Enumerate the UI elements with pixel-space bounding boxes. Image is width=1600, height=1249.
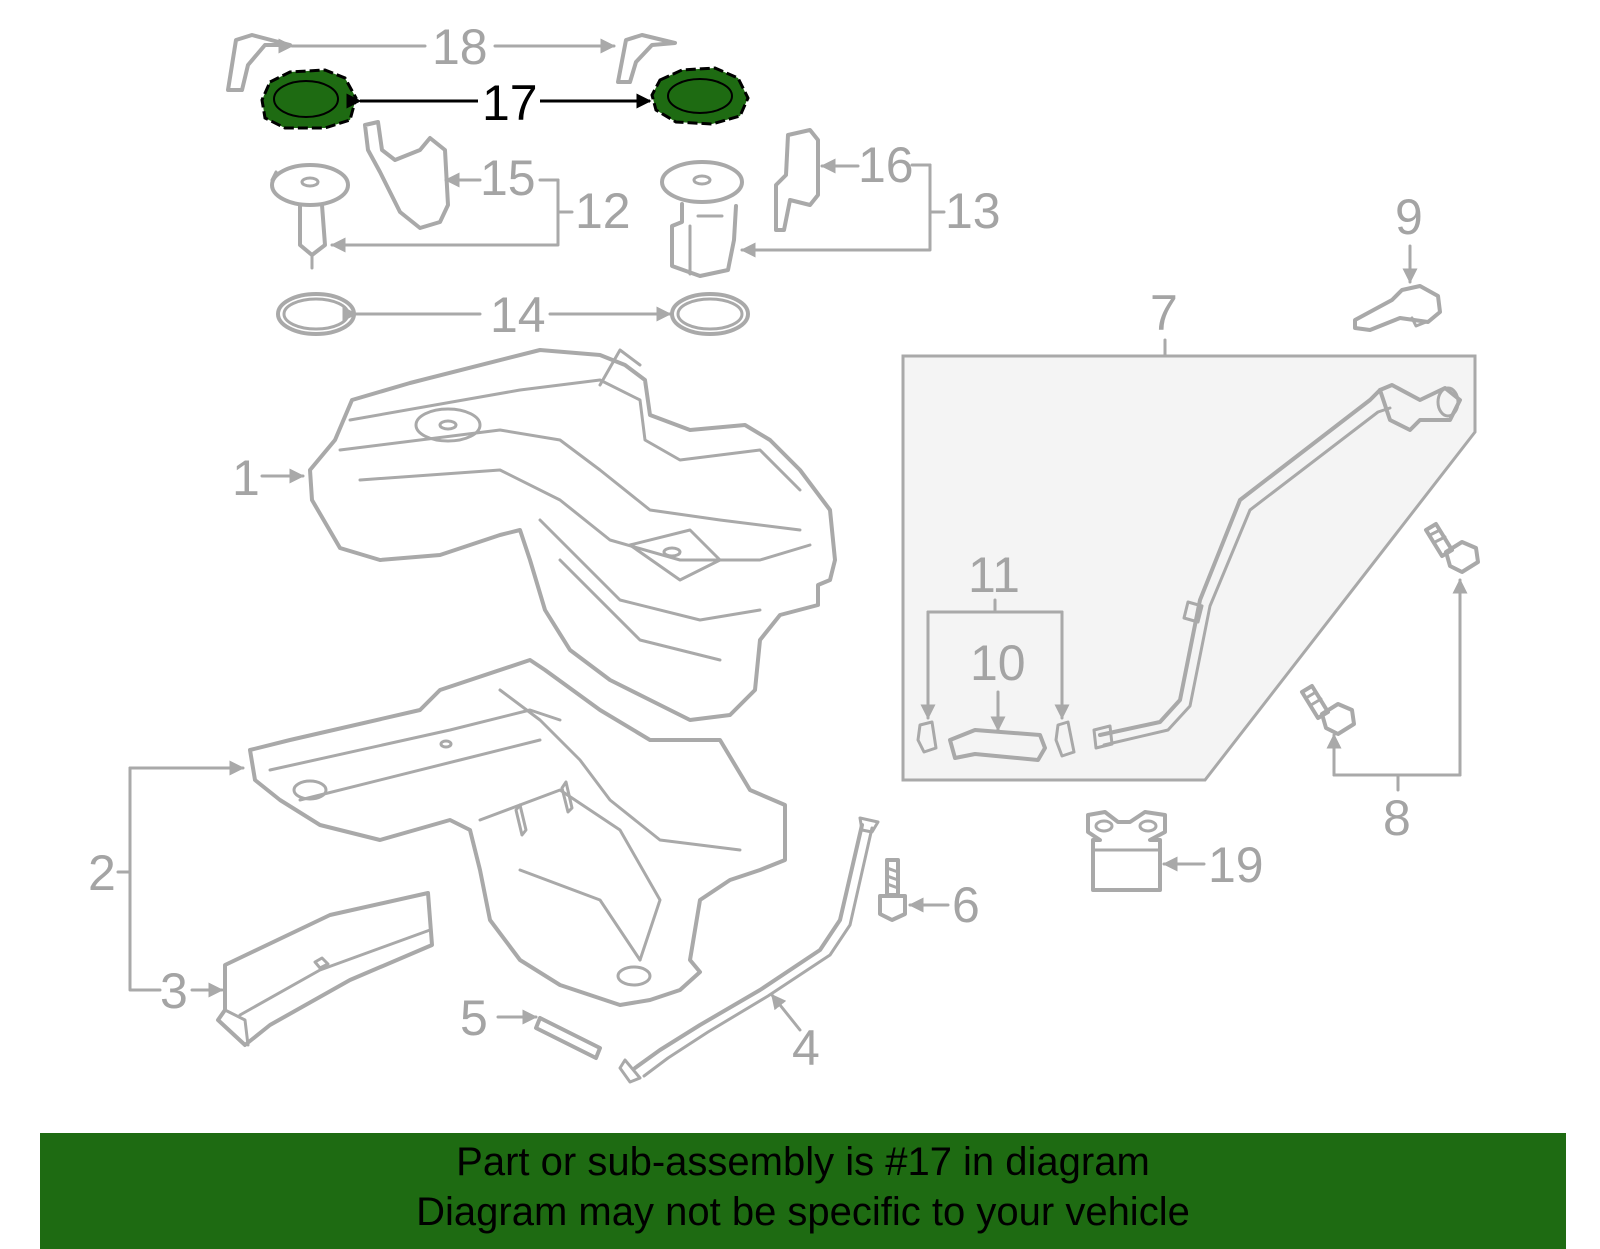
part-8-bolts: 8 [1300,522,1480,846]
callout-6: 6 [952,877,980,933]
part-18-retainer-brackets: 18 [226,19,677,92]
callout-19: 19 [1208,837,1264,893]
callout-8: 8 [1383,790,1411,846]
callout-13: 13 [945,183,1001,239]
callout-1: 1 [232,450,260,506]
callout-2: 2 [88,845,116,901]
part-12-fuel-sender: 12 [270,163,631,270]
callout-15: 15 [480,150,536,206]
callout-4: 4 [792,1020,820,1076]
callout-14: 14 [490,287,546,343]
banner-part-line: Part or sub-assembly is #17 in diagram [456,1140,1150,1184]
part-6-bolt: 6 [878,858,980,933]
part-5-pin: 5 [460,990,602,1060]
callout-12: 12 [575,183,631,239]
part-15-bracket: 15 [363,120,536,230]
part-13-fuel-pump: 13 [660,160,1001,278]
callout-5: 5 [460,990,488,1046]
callout-3: 3 [160,963,188,1019]
part-3-shield: 3 [160,891,434,1047]
callout-11: 11 [968,547,1020,603]
callout-17: 17 [482,75,538,131]
part-19-clip: 19 [1086,810,1264,893]
info-banner: Part or sub-assembly is #17 in diagram D… [40,1133,1566,1249]
part-2-heat-shield: 2 [88,658,787,1007]
callout-16: 16 [858,137,914,193]
callout-9: 9 [1395,189,1423,245]
part-1-fuel-tank: 1 [232,348,837,722]
callout-18: 18 [432,19,488,75]
part-9-fuel-door-housing: 9 [1353,189,1442,332]
part-16-bracket: 16 [774,128,914,232]
callout-7: 7 [1150,285,1178,341]
banner-disclaimer-line: Diagram may not be specific to your vehi… [416,1190,1190,1234]
part-17-lock-ring-highlighted: 17 [260,66,750,131]
part-4-strap: 4 [618,816,880,1084]
callout-10: 10 [970,635,1026,691]
part-14-seals: 14 [276,287,750,343]
part-7-filler-assembly: 7 10 11 [901,285,1477,782]
